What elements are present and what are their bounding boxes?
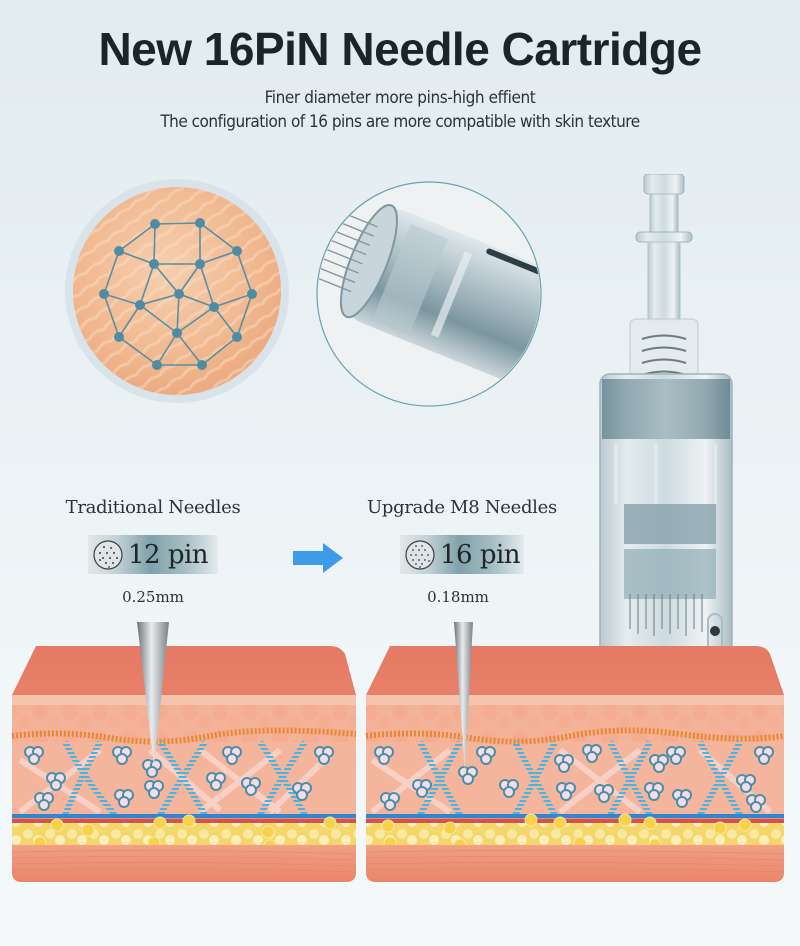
- subtitle-line-2: The configuration of 16 pins are more co…: [160, 112, 640, 132]
- pin-count-badge-12: 12 pin: [88, 535, 218, 574]
- thick-needle: [137, 622, 169, 766]
- skin-section-right: [365, 646, 785, 882]
- traditional-diameter: 0.25mm: [122, 588, 184, 606]
- traditional-needles-label: Traditional Needles: [65, 497, 241, 518]
- cartridge-closeup-photo: [316, 181, 542, 407]
- skin-section-left: [11, 646, 357, 882]
- page-title: New 16PiN Needle Cartridge: [98, 23, 702, 75]
- arrow-right-icon: [293, 543, 343, 573]
- pin-count-16: 16 pin: [440, 539, 521, 570]
- subtitle-line-1: Finer diameter more pins-high effient: [264, 88, 536, 108]
- upgrade-diameter: 0.18mm: [427, 588, 489, 606]
- pin-count-badge-16: 16 pin: [400, 535, 524, 574]
- skin-cross-sections: [11, 622, 785, 882]
- fine-needle: [454, 622, 473, 772]
- pin-count-12: 12 pin: [128, 539, 209, 570]
- pin-dots-icon: [93, 539, 123, 570]
- pin-dots-icon: [405, 539, 435, 570]
- skin-network-illustration: [64, 178, 290, 404]
- upgrade-needles-label: Upgrade M8 Needles: [367, 497, 557, 518]
